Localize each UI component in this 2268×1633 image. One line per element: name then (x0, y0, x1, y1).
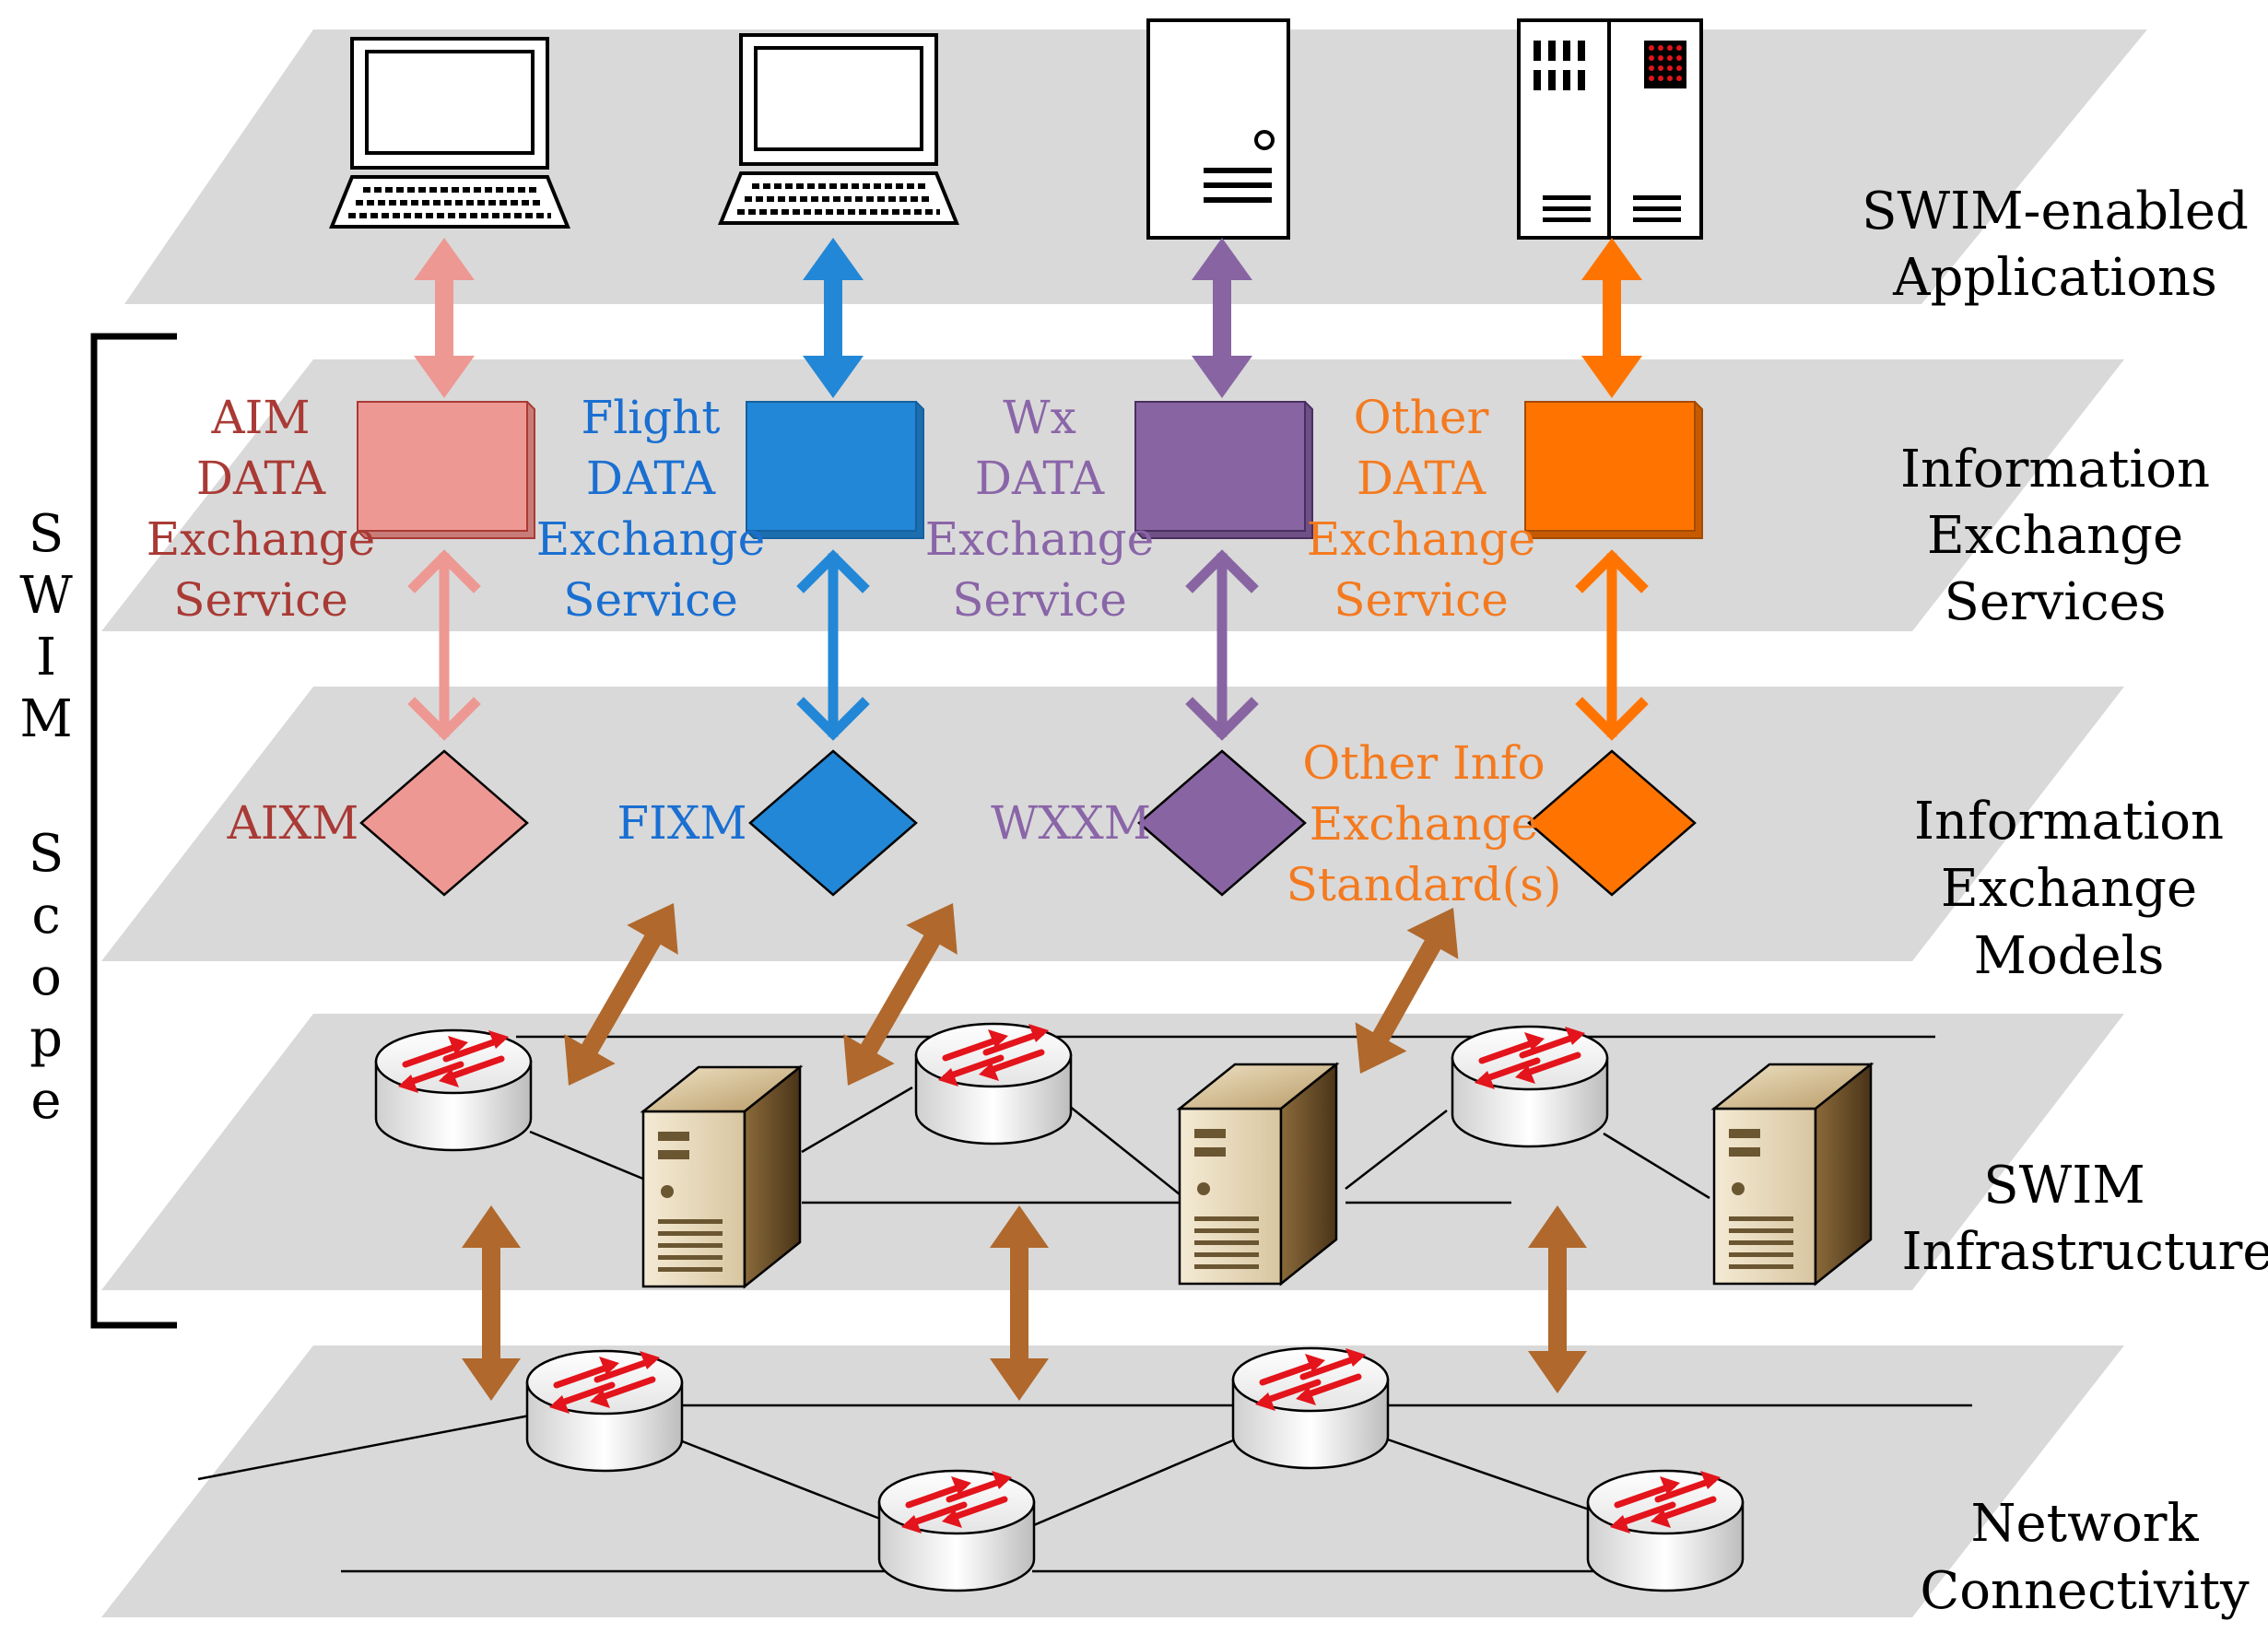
service-label-line: Exchange (925, 512, 1155, 566)
layer-label-infrastructure-1: SWIM (1983, 1156, 2145, 1216)
scope-letter: M (19, 689, 72, 749)
router-icon (916, 1024, 1071, 1144)
infra-network-arrow (462, 1205, 521, 1401)
service-label-line: Exchange (536, 512, 766, 566)
model-label-line: Other Info (1302, 736, 1545, 790)
service-label-wx: Wx DATA Exchange Service (925, 391, 1155, 627)
service-box-flight (746, 401, 924, 539)
layer-label-infrastructure-2: Infrastructure (1902, 1222, 2268, 1282)
app-service-arrows (414, 238, 1642, 398)
plane-models (101, 687, 2124, 961)
layer-label-services-3: Services (1944, 572, 2166, 632)
service-label-line: Service (1334, 573, 1509, 627)
model-label-other: Other Info Exchange Standard(s) (1287, 736, 1562, 911)
scope-letter: S (29, 504, 64, 564)
scope-letter: W (19, 566, 73, 626)
service-label-line: Exchange (147, 512, 376, 566)
swim-scope-bracket (90, 333, 177, 1329)
model-label-line: Exchange (1310, 797, 1539, 851)
layer-label-models-1: Information (1914, 792, 2224, 852)
tower-server-icon (1178, 1063, 1338, 1286)
infra-network-arrow (990, 1205, 1049, 1401)
router-icon (879, 1471, 1034, 1591)
model-infra-arrow (564, 903, 678, 1086)
flight-app-arrow (803, 238, 864, 398)
model-label-aixm: AIXM (227, 796, 359, 850)
model-label-fixm: FIXM (617, 796, 746, 850)
service-label-line: Service (173, 573, 348, 627)
service-label-line: AIM (210, 391, 310, 444)
layer-label-models-2: Exchange (1941, 859, 2197, 919)
scope-letter: o (30, 947, 62, 1007)
infrastructure-arrows (462, 903, 1587, 1401)
swim-scope-label: S W I M S c o p e (19, 504, 73, 1131)
router-icon (527, 1351, 682, 1471)
plane-infrastructure (101, 1014, 2124, 1290)
router-icon (1588, 1471, 1743, 1591)
service-label-line: Service (952, 573, 1127, 627)
service-label-aim: AIM DATA Exchange Service (147, 391, 376, 627)
service-label-line: DATA (586, 452, 716, 505)
laptop-icon (721, 35, 957, 223)
infra-network-arrow (1528, 1205, 1587, 1393)
layer-label-network-1: Network (1971, 1494, 2200, 1554)
laptop-icon (332, 39, 568, 227)
router-icon (376, 1030, 531, 1150)
model-diamond-fixm (748, 749, 918, 897)
layer-label-models-3: Models (1974, 926, 2165, 986)
service-box-wx (1134, 401, 1313, 539)
model-infra-arrow (843, 903, 958, 1086)
flight-model-arrow (796, 549, 870, 741)
scope-letter: S (29, 824, 64, 884)
plane-network (101, 1345, 2124, 1617)
aim-app-arrow (414, 238, 475, 398)
aim-model-arrow (407, 549, 481, 741)
layer-label-applications-2: Applications (1892, 248, 2217, 308)
layer-label-network-2: Connectivity (1920, 1561, 2250, 1621)
infrastructure-links (516, 1035, 1935, 1204)
other-app-arrow (1581, 238, 1642, 398)
service-label-other: Other DATA Exchange Service (1307, 391, 1536, 627)
layer-label-services-1: Information (1900, 440, 2210, 499)
service-label-line: DATA (196, 452, 326, 505)
server-icon (1146, 18, 1290, 240)
model-label-line: Standard(s) (1287, 858, 1562, 911)
service-label-flight: Flight DATA Exchange Service (536, 391, 766, 627)
model-infra-arrow (1355, 908, 1459, 1074)
service-label-line: Service (563, 573, 738, 627)
scope-letter: e (30, 1071, 61, 1131)
service-label-line: DATA (975, 452, 1105, 505)
service-box-other (1524, 401, 1703, 539)
layer-label-applications-1: SWIM-enabled (1862, 182, 2249, 241)
tower-server-icon (641, 1065, 802, 1288)
scope-letter: c (31, 886, 60, 946)
wx-app-arrow (1192, 238, 1252, 398)
service-label-line: Wx (1003, 391, 1076, 444)
service-label-line: DATA (1357, 452, 1487, 505)
scope-letter: p (29, 1009, 63, 1069)
service-box-aim (357, 401, 535, 539)
layer-labels: SWIM-enabled Applications Information Ex… (1862, 182, 2268, 1621)
model-diamond-other (1527, 749, 1697, 897)
model-diamond-wxxm (1137, 749, 1307, 897)
layer-label-services-2: Exchange (1927, 506, 2183, 566)
router-icon (1452, 1027, 1607, 1146)
scope-letter: I (36, 628, 56, 687)
tower-server-icon (1712, 1063, 1873, 1286)
model-label-wxxm: WXXM (991, 796, 1151, 850)
other-model-arrow (1575, 549, 1649, 741)
service-label-line: Other (1354, 391, 1489, 444)
wx-model-arrow (1185, 549, 1259, 741)
service-label-line: Exchange (1307, 512, 1536, 566)
mainframe-icon (1517, 18, 1703, 240)
router-icon (1233, 1348, 1388, 1468)
service-model-arrows (407, 549, 1649, 741)
model-diamond-aixm (359, 749, 529, 897)
service-label-line: Flight (582, 391, 721, 444)
